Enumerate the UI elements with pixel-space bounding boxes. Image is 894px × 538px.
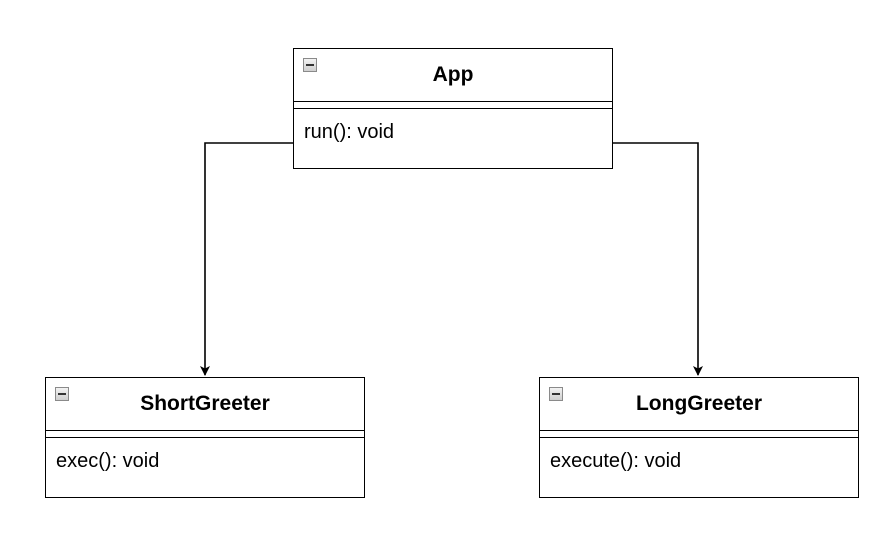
class-app-separator (294, 101, 612, 109)
class-app-header: App (294, 49, 612, 101)
edge-app-to-shortgreeter[interactable] (200, 142, 293, 376)
class-shortgreeter-header: ShortGreeter (46, 378, 364, 430)
class-app-name: App (432, 63, 474, 86)
class-app[interactable]: App run(): void (293, 48, 613, 169)
class-shortgreeter-method[interactable]: exec(): void (56, 450, 160, 472)
edge-app-to-longgreeter[interactable] (613, 142, 703, 376)
class-shortgreeter-name: ShortGreeter (140, 392, 270, 415)
class-app-method[interactable]: run(): void (304, 121, 395, 143)
class-longgreeter-separator (540, 430, 858, 438)
class-longgreeter-header: LongGreeter (540, 378, 858, 430)
collapse-icon[interactable] (55, 387, 69, 401)
collapse-icon[interactable] (303, 58, 317, 72)
class-longgreeter-name: LongGreeter (635, 392, 763, 415)
class-shortgreeter[interactable]: ShortGreeter exec(): void (45, 377, 365, 498)
class-longgreeter-method[interactable]: execute(): void (550, 450, 682, 472)
collapse-icon[interactable] (549, 387, 563, 401)
class-longgreeter[interactable]: LongGreeter execute(): void (539, 377, 859, 498)
class-shortgreeter-separator (46, 430, 364, 438)
